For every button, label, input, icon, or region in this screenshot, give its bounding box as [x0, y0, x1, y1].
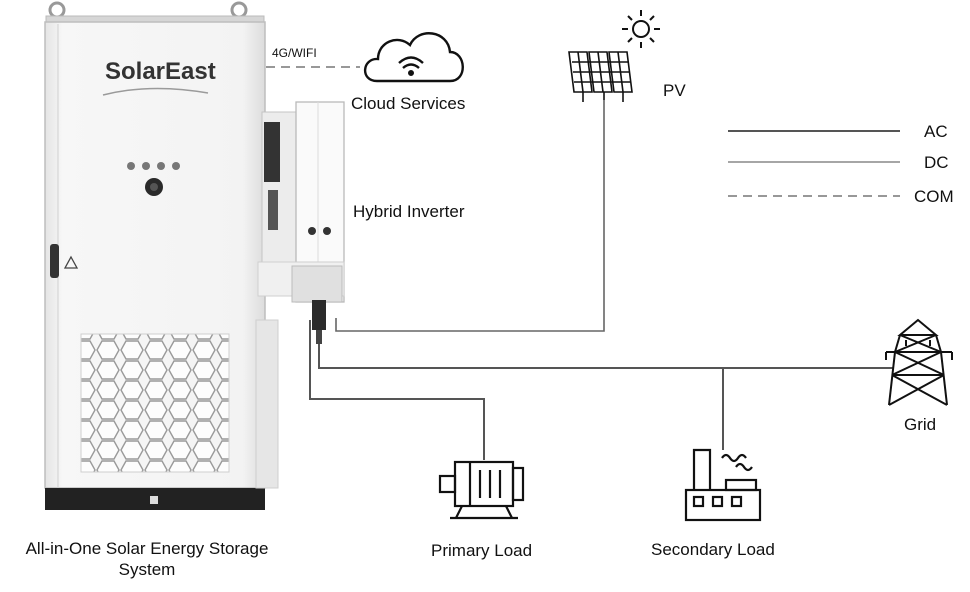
ventilation-grille	[80, 333, 230, 473]
secondary-load-label: Secondary Load	[651, 540, 775, 559]
grid-label: Grid	[904, 415, 937, 434]
pv-label: PV	[663, 81, 686, 100]
solar-panel-icon	[568, 51, 633, 102]
wiring	[266, 66, 893, 460]
legend	[728, 130, 900, 197]
sun-icon	[622, 10, 660, 48]
legend-ac-label: AC	[924, 122, 948, 141]
factory-icon	[684, 448, 762, 522]
transmission-tower-icon	[885, 318, 953, 406]
system-label-line1: All-in-One Solar Energy Storage	[25, 539, 269, 558]
brand-logo: SolarEast	[105, 58, 216, 85]
primary-load-line	[309, 320, 485, 460]
primary-load-label: Primary Load	[431, 541, 533, 560]
inverter-unit	[257, 101, 345, 344]
connection-label: 4G/WIFI	[272, 46, 317, 60]
hybrid-inverter-label: Hybrid Inverter	[353, 202, 465, 221]
door-handle	[50, 244, 59, 278]
cloud-services-label: Cloud Services	[351, 94, 466, 113]
warning-icon	[63, 255, 79, 269]
legend-dc-label: DC	[924, 153, 949, 172]
pv-dc-line	[335, 100, 605, 332]
indicator-lights	[127, 162, 180, 170]
grid-ac-line	[318, 344, 893, 369]
motor-icon	[438, 460, 525, 520]
system-label-line2: System	[118, 560, 176, 579]
cloud-icon	[363, 32, 464, 83]
storage-cabinet	[44, 1, 279, 510]
legend-com-label: COM	[914, 187, 954, 206]
